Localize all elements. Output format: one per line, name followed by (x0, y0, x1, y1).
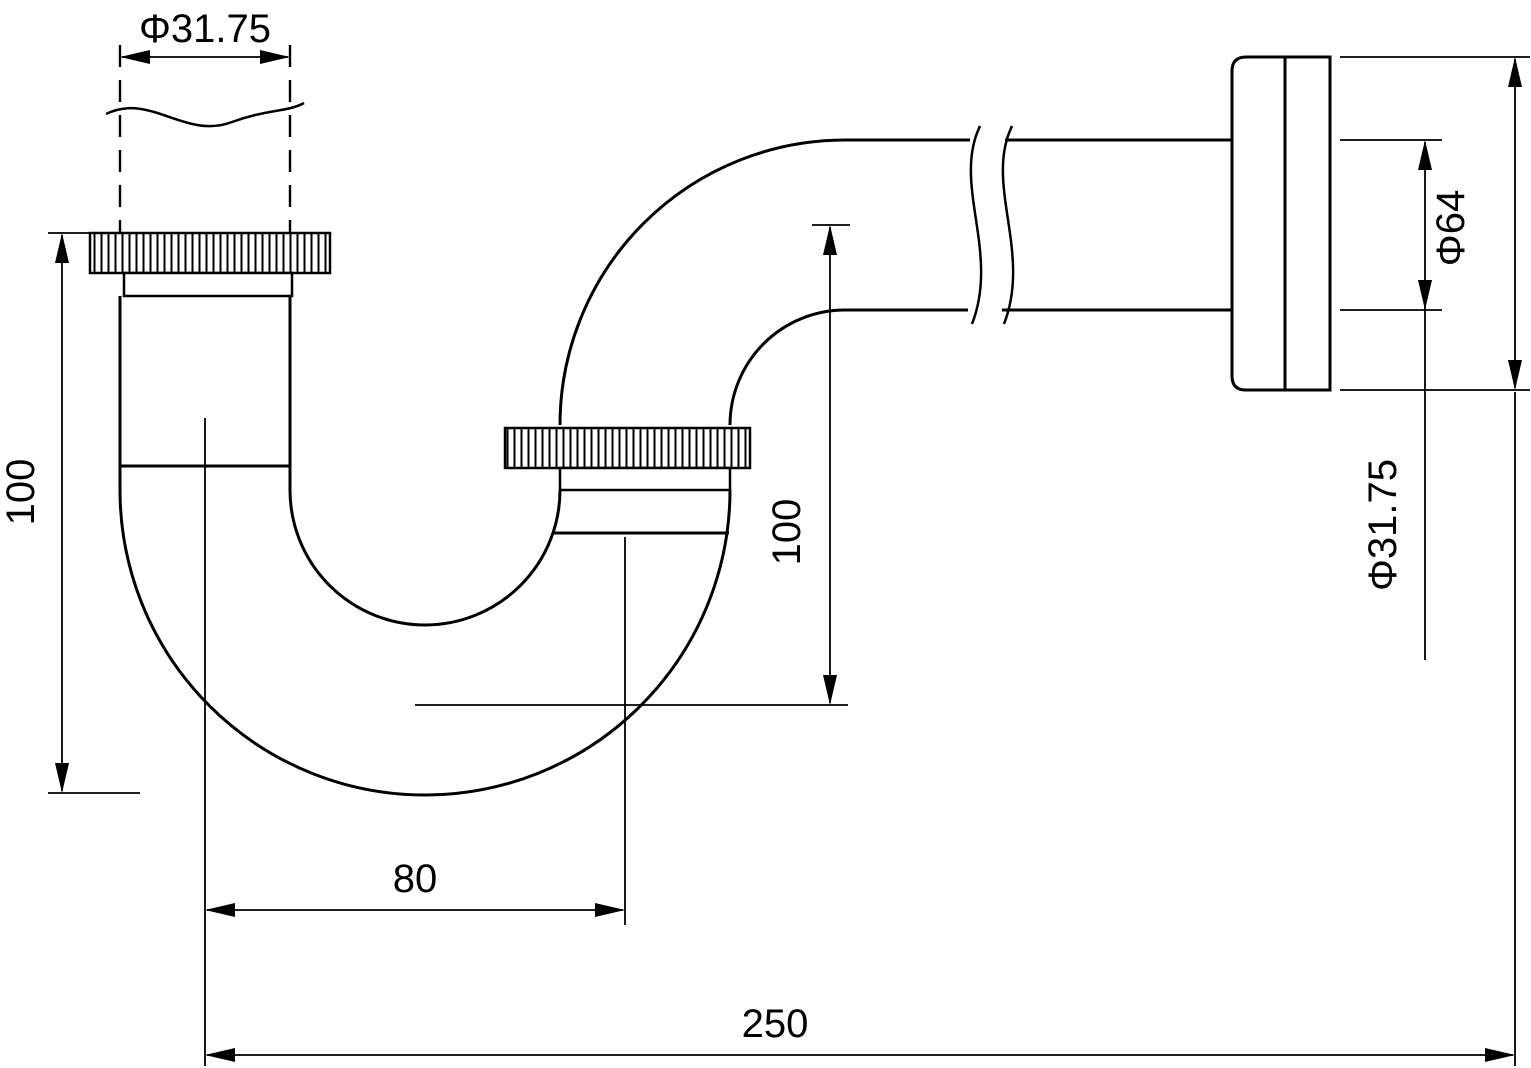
slip-nut-right-knurl (503, 426, 752, 470)
arrow-right-icon (1485, 1048, 1515, 1062)
dim-label-overall-length: 250 (742, 1002, 809, 1046)
arrow-left-icon (205, 1048, 235, 1062)
arrow-down-icon (1508, 360, 1522, 390)
dimension-outlet-diameter: Φ31.75 (1340, 139, 1442, 660)
arrow-up-icon (55, 233, 69, 263)
dimension-overall-length: 250 (205, 392, 1516, 1066)
inlet-pipe-break-line (105, 101, 305, 128)
flange-body (1230, 55, 1332, 392)
u-bend-outer-arc (118, 489, 732, 797)
dim-label-riser-height: 100 (765, 499, 809, 566)
wall-flange (1230, 55, 1332, 392)
arrow-up-icon (1508, 57, 1522, 87)
arrow-down-icon (55, 763, 69, 793)
dimension-flange-diameter: Φ64 (1340, 56, 1530, 391)
arrow-left-icon (120, 50, 150, 64)
u-bend-inner-arc (288, 489, 562, 627)
dimension-left-height: 100 (0, 232, 140, 794)
elbow-outlet-pipe (558, 138, 1232, 426)
elbow-outer-arc (558, 138, 846, 426)
dimension-bend-offset: 80 (204, 418, 626, 1066)
pipe-break-symbol (969, 125, 1015, 325)
inlet-pipe-dashed (105, 45, 305, 232)
break-wave-right (1001, 125, 1015, 325)
dim-label-bend-offset: 80 (393, 857, 438, 901)
arrow-up-icon (1418, 140, 1432, 170)
dim-label-left-height: 100 (0, 459, 43, 526)
dim-label-flange-diameter: Φ64 (1429, 190, 1473, 266)
dim-label-inlet-diameter: Φ31.75 (139, 7, 271, 51)
dimension-riser-height: 100 (415, 224, 850, 706)
trap-u-bend (118, 296, 732, 797)
slip-nut-left-shoulder (122, 271, 294, 298)
elbow-inner-arc (728, 308, 846, 426)
arrow-right-icon (595, 903, 625, 917)
arrow-down-icon (1418, 280, 1432, 310)
slip-nut-right (503, 426, 752, 492)
arrow-down-icon (823, 675, 837, 705)
dimension-inlet-diameter: Φ31.75 (120, 7, 290, 64)
arrow-left-icon (205, 903, 235, 917)
arrow-right-icon (260, 50, 290, 64)
slip-nut-left (88, 231, 332, 298)
dim-label-outlet-diameter: Φ31.75 (1361, 459, 1405, 591)
slip-nut-right-shoulder (558, 466, 732, 492)
arrow-up-icon (823, 225, 837, 255)
break-wave-left (969, 125, 983, 325)
slip-nut-left-knurl (88, 231, 332, 275)
